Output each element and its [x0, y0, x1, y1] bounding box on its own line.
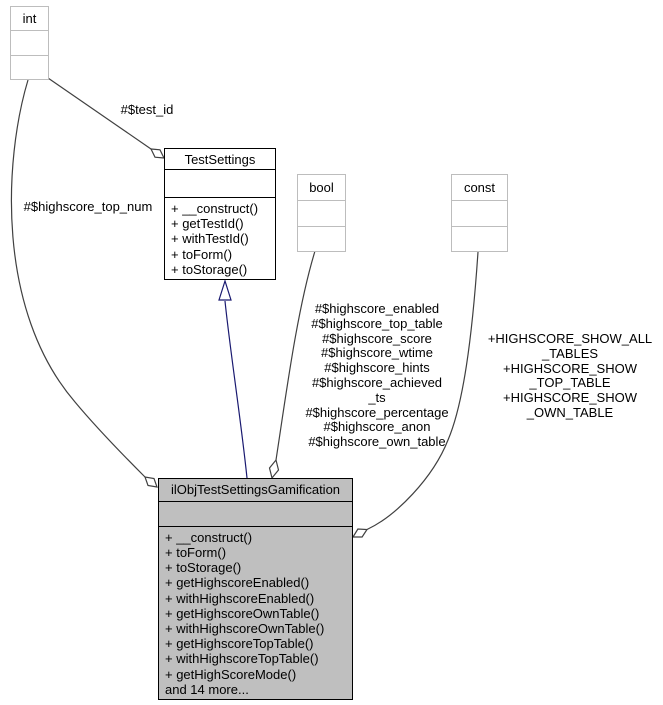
int-methods-compartment [11, 54, 48, 80]
bool-methods-compartment [298, 225, 345, 252]
class-box-ilobjtestsettingsgamification[interactable]: ilObjTestSettingsGamification + __constr… [158, 478, 353, 700]
class-box-bool: bool [297, 174, 346, 252]
aggregation-diamond-testsettings-icon [149, 148, 166, 159]
edge-int-testsettings [47, 77, 152, 150]
bool-attributes-compartment [298, 200, 345, 226]
method-item: + __construct() [165, 529, 253, 545]
main-attributes-compartment [159, 500, 352, 526]
inheritance-arrow-icon [218, 279, 232, 301]
method-item: + __construct() [171, 200, 259, 216]
edge-bool-main [275, 250, 316, 461]
aggregation-diamond-main-right-icon [351, 528, 369, 538]
class-title-testsettings: TestSettings [184, 151, 256, 167]
method-item: + toForm() [171, 246, 233, 262]
method-item: + getHighscoreOwnTable() [165, 605, 320, 621]
method-item: + getHighscoreTopTable() [165, 636, 314, 652]
const-methods-compartment [452, 225, 507, 252]
method-item: + withTestId() [171, 231, 249, 247]
aggregation-diamond-main-top-icon [268, 458, 280, 480]
class-title-bool: bool [309, 180, 334, 195]
method-item: + getTestId() [171, 216, 244, 232]
edge-const-main [366, 251, 479, 531]
int-attributes-compartment [11, 30, 48, 55]
method-item: + withHighscoreEnabled() [165, 590, 315, 606]
edge-label-const-members: +HIGHSCORE_SHOW_ALL _TABLES +HIGHSCORE_S… [487, 331, 653, 420]
method-item: + getHighScoreMode() [165, 666, 297, 682]
aggregation-diamond-main-left-icon [144, 476, 158, 488]
class-box-int: int [10, 6, 49, 80]
class-box-const: const [451, 174, 508, 252]
class-title-const: const [463, 180, 496, 195]
class-box-testsettings[interactable]: TestSettings + __construct() + getTestId… [164, 148, 276, 280]
testsettings-attributes-compartment [165, 169, 275, 197]
edge-label-test-id: #$test_id [120, 102, 174, 117]
edge-int-main [10, 79, 146, 478]
testsettings-methods-compartment: + __construct() + getTestId() + withTest… [165, 196, 275, 279]
main-methods-compartment: + __construct() + toForm() + toStorage()… [159, 525, 352, 699]
method-item: + toStorage() [165, 560, 242, 576]
method-item: + toForm() [165, 544, 227, 560]
edge-inheritance-main-testsettings [224, 300, 248, 479]
edge-label-highscore-top-num: #$highscore_top_num [23, 199, 153, 214]
edge-label-bool-members: #$highscore_enabled #$highscore_top_tabl… [305, 301, 449, 450]
method-item: and 14 more... [165, 681, 249, 697]
class-title-int: int [22, 11, 37, 26]
method-item: + toStorage() [171, 261, 248, 277]
method-item: + getHighscoreEnabled() [165, 575, 310, 591]
class-title-ilobjtestsettingsgamification: ilObjTestSettingsGamification [170, 482, 341, 498]
method-item: + withHighscoreOwnTable() [165, 620, 325, 636]
const-attributes-compartment [452, 200, 507, 226]
method-item: + withHighscoreTopTable() [165, 651, 319, 667]
